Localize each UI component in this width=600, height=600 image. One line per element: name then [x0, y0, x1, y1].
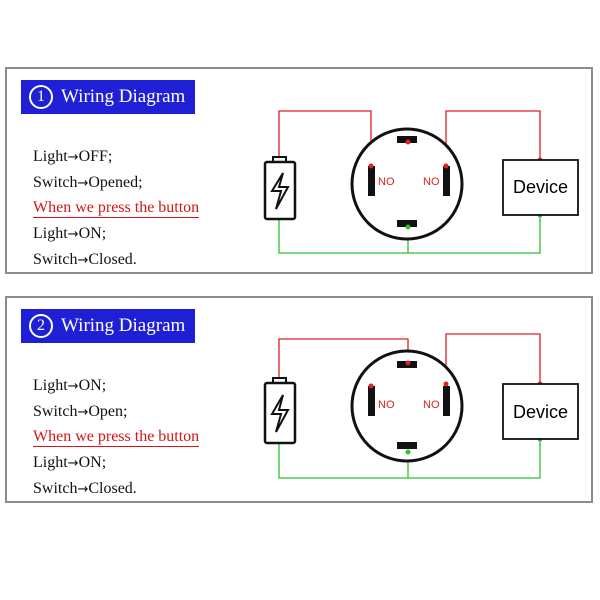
line-light-initial: Light→ON; — [33, 377, 107, 394]
green-wire — [278, 439, 541, 479]
terminal-no-label: NO — [423, 399, 440, 411]
green-wire — [278, 215, 541, 254]
battery-icon — [263, 156, 297, 221]
red-wire — [445, 333, 541, 384]
state-description: Light→OFF; Switch→Opened; When we press … — [33, 145, 200, 273]
push-button-switch — [350, 127, 464, 241]
line-switch-initial: Switch→Open; — [33, 402, 128, 420]
push-button-switch — [350, 349, 464, 463]
device-label: Device — [513, 177, 568, 197]
arrow-icon: → — [77, 404, 89, 420]
arrow-icon: → — [77, 175, 89, 191]
terminal-no-label: NO — [378, 176, 395, 188]
line-light-pressed: Light→ON; — [33, 225, 107, 242]
switch-left-terminal — [368, 166, 375, 196]
panel-title-text: Wiring Diagram — [61, 315, 186, 336]
arrow-icon: → — [67, 150, 79, 165]
device-label: Device — [513, 402, 568, 422]
switch-bottom-terminal — [397, 220, 417, 227]
battery-icon — [263, 377, 297, 445]
red-wire — [278, 110, 372, 166]
switch-top-terminal — [397, 136, 417, 143]
press-button-note: When we press the button — [33, 428, 200, 447]
line-switch-pressed: Switch→Closed. — [33, 250, 137, 268]
state-description: Light→ON; Switch→Open; When we press the… — [33, 374, 200, 502]
arrow-icon: → — [77, 252, 89, 268]
red-wire — [445, 110, 541, 166]
line-switch-initial: Switch→Opened; — [33, 173, 143, 191]
circled-number: 2 — [29, 314, 53, 338]
press-button-note: When we press the button — [33, 199, 200, 218]
panel-title: 1 Wiring Diagram — [21, 80, 196, 114]
switch-right-terminal — [443, 386, 450, 416]
device-box — [502, 159, 579, 216]
circled-number: 1 — [29, 85, 53, 109]
switch-left-terminal — [368, 386, 375, 416]
switch-right-terminal — [443, 166, 450, 196]
terminal-no-label: NO — [378, 399, 395, 411]
arrow-icon: → — [67, 379, 79, 394]
panel-title-text: Wiring Diagram — [61, 86, 186, 107]
circuit-diagram: NO NO Device — [263, 110, 579, 254]
terminal-no-label: NO — [423, 176, 440, 188]
wiring-diagram-panel-2: 2 Wiring Diagram Light→ON; Switch→Open; … — [5, 296, 593, 503]
circuit-diagram: NO NO Device — [263, 333, 579, 479]
line-light-initial: Light→OFF; — [33, 148, 113, 165]
arrow-icon: → — [67, 456, 79, 471]
switch-bottom-terminal — [397, 442, 417, 449]
arrow-icon: → — [77, 481, 89, 497]
line-switch-pressed: Switch→Closed. — [33, 479, 137, 497]
arrow-icon: → — [67, 227, 79, 242]
device-box — [502, 383, 579, 440]
line-light-pressed: Light→ON; — [33, 454, 107, 471]
panel-title: 2 Wiring Diagram — [21, 309, 196, 343]
wiring-diagram-panel-1: 1 Wiring Diagram Light→OFF; Switch→Opene… — [5, 67, 593, 274]
